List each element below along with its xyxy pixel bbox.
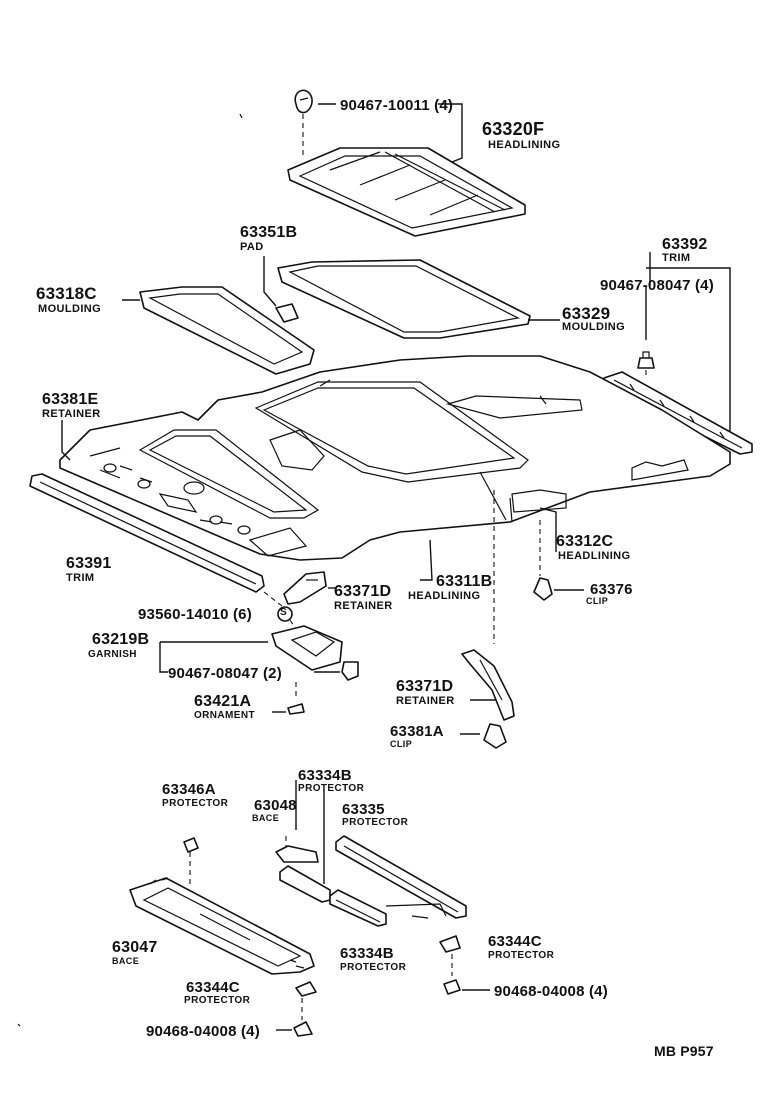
label-93560-14010: 93560-14010 (6)	[138, 606, 252, 623]
part-63320F-headlining	[287, 147, 526, 237]
label-63346A: 63346A	[162, 781, 216, 798]
name-63320F: HEADLINING	[488, 139, 561, 151]
part-63311B-63312C-headlining	[59, 355, 731, 561]
part-63371D-retainer	[283, 571, 327, 605]
label-90467-10011: 90467-10011 (4)	[340, 97, 454, 114]
name-63346A: PROTECTOR	[162, 798, 229, 809]
washer-93560-14010	[277, 606, 293, 622]
name-63334B-bottom: PROTECTOR	[340, 962, 407, 973]
part-63329-moulding	[277, 259, 531, 339]
name-63344C-right: PROTECTOR	[488, 950, 555, 961]
clip-63376	[533, 577, 553, 601]
label-63392: 63392	[662, 236, 708, 253]
label-63048: 63048	[254, 797, 297, 814]
nut-90468-04008-left	[293, 1021, 313, 1037]
name-63344C-left: PROTECTOR	[184, 995, 251, 1006]
part-63371D-retainer-lower	[461, 649, 515, 721]
label-63334B-bottom: 63334B	[340, 945, 394, 962]
screw-90467-08047-2	[341, 661, 359, 681]
protector-63344C-left	[295, 981, 317, 997]
label-63335: 63335	[342, 801, 385, 818]
label-63320F: 63320F	[482, 119, 545, 139]
footer-code: MB P957	[654, 1043, 714, 1059]
screw-90467-08047	[637, 351, 655, 369]
part-63048-bace	[275, 845, 319, 863]
part-63391-trim	[29, 473, 265, 593]
label-63334B-top: 63334B	[298, 767, 352, 784]
part-63351B-pad	[275, 303, 299, 323]
s-symbol: S	[280, 607, 287, 618]
name-63381A: CLIP	[390, 739, 413, 749]
part-63047-bace	[129, 877, 315, 975]
part-63219B-garnish	[271, 625, 343, 671]
label-90468-04008-left: 90468-04008 (4)	[146, 1023, 260, 1040]
label-63219B: 63219B	[92, 631, 150, 648]
name-63329: MOULDING	[562, 321, 626, 333]
name-63334B-top: PROTECTOR	[298, 783, 365, 794]
label-63318C: 63318C	[36, 284, 97, 303]
protector-63344C-right	[439, 935, 461, 953]
name-63312C: HEADLINING	[558, 550, 631, 562]
name-63421A: ORNAMENT	[194, 710, 255, 721]
label-63329: 63329	[562, 304, 611, 323]
nut-90468-04008-right	[443, 979, 461, 995]
protector-63335	[335, 835, 467, 919]
label-90467-08047-4: 90467-08047 (4)	[600, 277, 714, 294]
label-63391: 63391	[66, 555, 112, 572]
name-63335: PROTECTOR	[342, 817, 409, 828]
label-63371D-upper: 63371D	[334, 583, 392, 600]
label-90467-08047-2: 90467-08047 (2)	[168, 665, 282, 682]
name-63219B: GARNISH	[88, 649, 137, 660]
name-63392: TRIM	[662, 252, 691, 264]
label-63344C-right: 63344C	[488, 933, 542, 950]
label-63047: 63047	[112, 939, 158, 956]
name-63047: BACE	[112, 956, 140, 966]
label-63421A: 63421A	[194, 693, 252, 710]
clip-90467-10011	[294, 89, 313, 114]
label-63312C: 63312C	[556, 533, 614, 550]
label-90468-04008-right: 90468-04008 (4)	[494, 983, 608, 1000]
label-63381A: 63381A	[390, 723, 444, 740]
clip-63381A	[483, 723, 507, 749]
protector-63334B-top	[279, 865, 331, 903]
name-63381E: RETAINER	[42, 408, 101, 420]
name-63351B: PAD	[240, 241, 264, 253]
label-63381E: 63381E	[42, 391, 99, 408]
name-63391: TRIM	[66, 572, 95, 584]
name-63048: BACE	[252, 813, 280, 823]
part-63318C-moulding	[139, 286, 315, 375]
protector-63334B-bottom	[329, 889, 387, 927]
part-63421A-ornament	[287, 703, 305, 715]
name-63371D-upper: RETAINER	[334, 600, 393, 612]
protector-63346A	[183, 837, 199, 853]
label-63311B: 63311B	[436, 573, 493, 590]
name-63376: CLIP	[586, 596, 609, 606]
label-63371D-lower: 63371D	[396, 678, 454, 695]
name-63311B: HEADLINING	[408, 590, 481, 602]
name-63318C: MOULDING	[38, 303, 102, 315]
name-63371D-lower: RETAINER	[396, 695, 455, 707]
label-63351B: 63351B	[240, 224, 298, 241]
label-63344C-left: 63344C	[186, 979, 240, 996]
label-63376: 63376	[590, 581, 633, 598]
